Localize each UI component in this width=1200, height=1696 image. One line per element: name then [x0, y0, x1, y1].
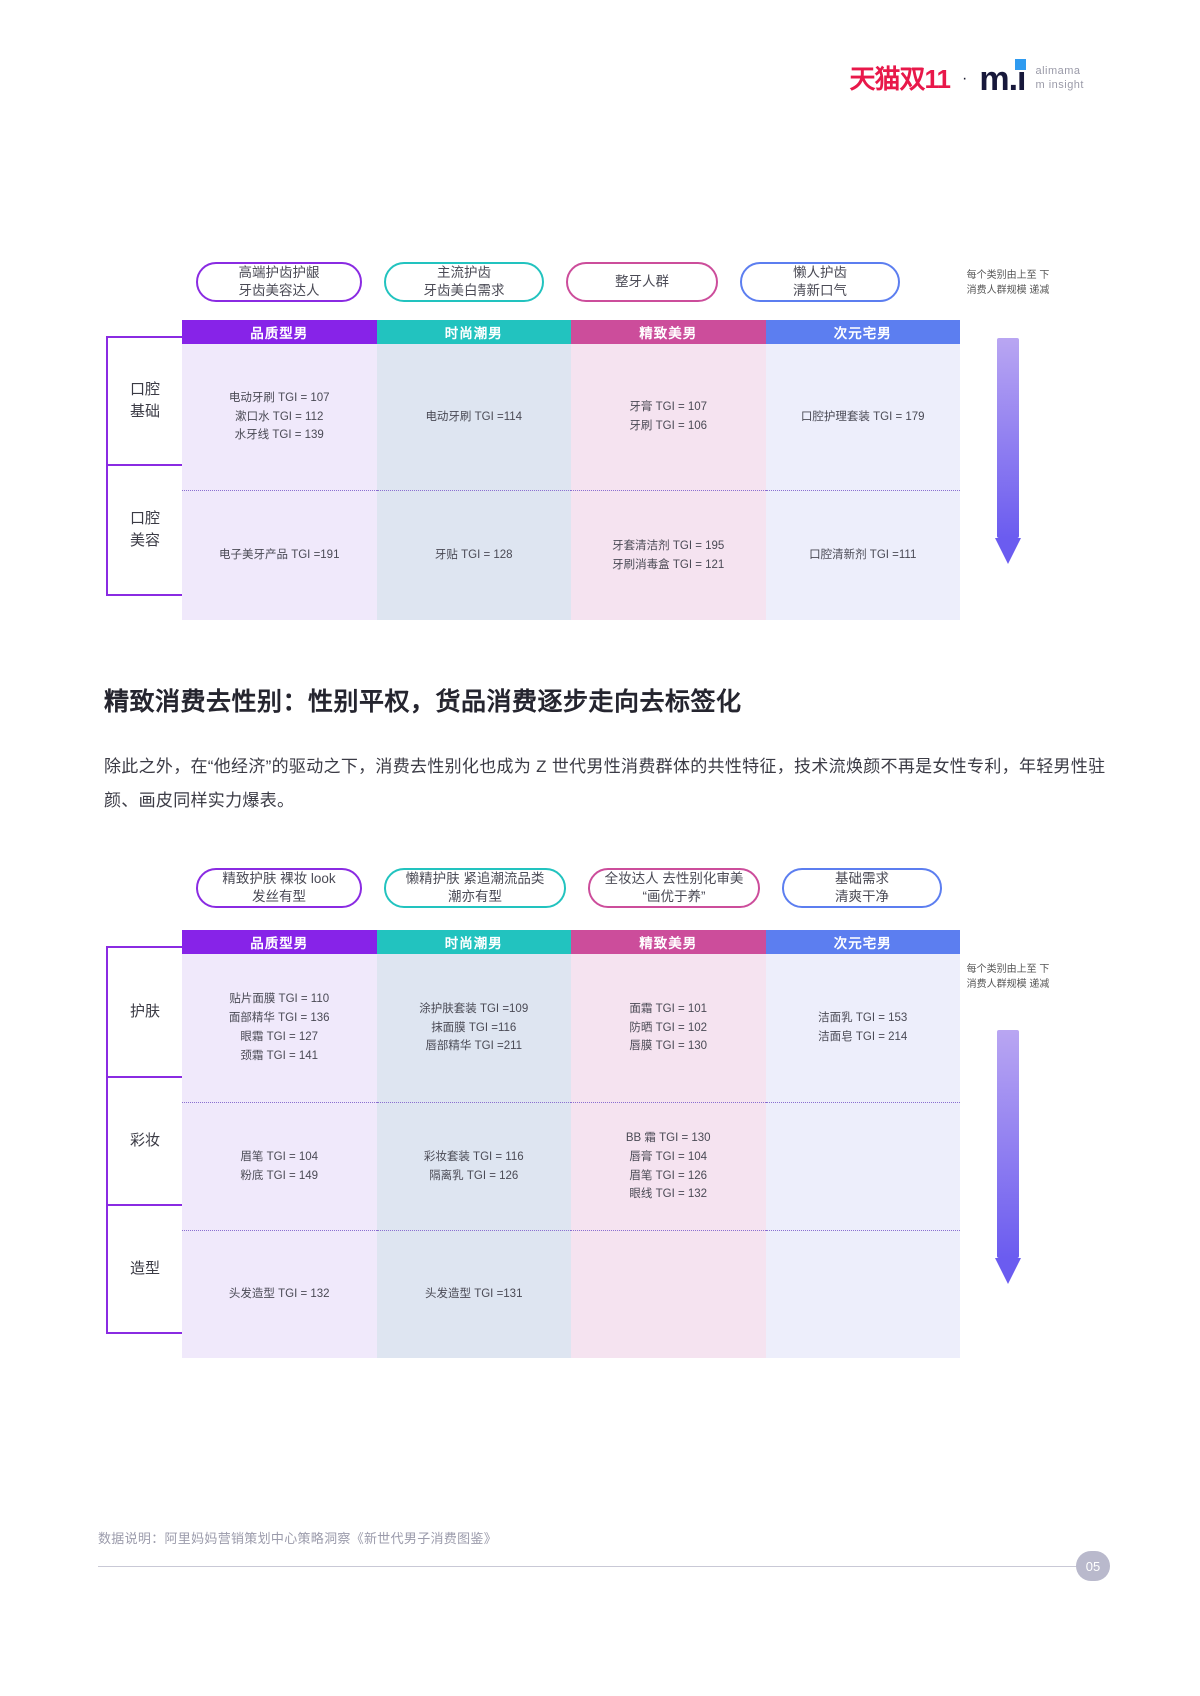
footer-data-note: 数据说明：阿里妈妈营销策划中心策略洞察《新世代男子消费图鉴》 — [98, 1531, 498, 1546]
section1-down-arrow-icon — [995, 338, 1021, 564]
logo-separator: · — [962, 70, 968, 87]
matrix-cell-r1-c4: 口腔护理套装 TGI = 179 — [800, 410, 925, 423]
category-label-2: 彩妆 — [106, 1078, 182, 1206]
column-header-4: 次元宅男 — [765, 320, 960, 344]
pill-2: 懒精护肤 紧追潮流品类潮亦有型 — [384, 868, 566, 908]
matrix-cell-r3-c4 — [765, 1230, 960, 1358]
section1-category-column: 口腔基础口腔美容 — [106, 336, 182, 596]
pill-2: 主流护齿牙齿美白需求 — [384, 262, 544, 302]
section1-scale-note: 每个类别由上至 下消费人群规模 递减 — [962, 268, 1054, 298]
matrix-header-row: 品质型男时尚潮男精致美男次元宅男 — [182, 930, 960, 954]
footer-divider — [98, 1566, 1102, 1567]
matrix-cell-r3-c3 — [571, 1230, 766, 1358]
section1-pill-row: 高端护齿护龈牙齿美容达人主流护齿牙齿美白需求整牙人群懒人护齿清新口气 — [196, 262, 960, 302]
page-number-badge: 05 — [1076, 1551, 1110, 1581]
matrix-cell-r2-c1: 电子美牙产品 TGI =191 — [182, 490, 377, 620]
section2-category-column: 护肤彩妆造型 — [106, 946, 182, 1334]
column-header-2: 时尚潮男 — [376, 320, 571, 344]
pill-1: 高端护齿护龈牙齿美容达人 — [196, 262, 362, 302]
matrix-cell-r2-c4: 口腔清新剂 TGI =111 — [765, 490, 960, 620]
category-label-1: 护肤 — [106, 946, 182, 1078]
tmall-logo-text: 天猫双11 — [849, 64, 951, 94]
section2-scale-note-text: 每个类别由上至 下消费人群规模 递减 — [966, 964, 1050, 990]
column-header-1: 品质型男 — [182, 320, 377, 344]
matrix-cell-r1-c2: 电动牙刷 TGI =114 — [425, 410, 523, 423]
section1-scale-note-text: 每个类别由上至 下消费人群规模 递减 — [966, 270, 1050, 296]
column-header-3: 精致美男 — [571, 930, 766, 954]
matrix-cell-r3-c2: 头发造型 TGI =131 — [376, 1230, 571, 1358]
column-header-2: 时尚潮男 — [376, 930, 571, 954]
pill-3: 整牙人群 — [566, 262, 718, 302]
category-label-1: 口腔基础 — [106, 336, 182, 466]
matrix-cell-r2-c2: 牙贴 TGI = 128 — [376, 490, 571, 620]
matrix-column-4: 口腔护理套装 TGI = 179 口腔清新剂 TGI =111 — [765, 344, 960, 620]
category-label-2: 口腔美容 — [106, 466, 182, 596]
column-header-3: 精致美男 — [571, 320, 766, 344]
section2-title: 精致消费去性别：性别平权，货品消费逐步走向去标签化 — [104, 688, 742, 716]
matrix-column-2: 电动牙刷 TGI =114 牙贴 TGI = 128 — [376, 344, 571, 620]
pill-4: 基础需求清爽干净 — [782, 868, 942, 908]
matrix-cell-r3-c1: 头发造型 TGI = 132 — [182, 1230, 377, 1358]
category-label-3: 造型 — [106, 1206, 182, 1334]
section2-down-arrow-icon — [995, 1030, 1021, 1284]
alimama-mi-logo: m.i — [979, 59, 1027, 96]
column-header-4: 次元宅男 — [765, 930, 960, 954]
brand-logo: 天猫双11 · m.i alimama m insight — [849, 59, 1084, 96]
pill-4: 懒人护齿清新口气 — [740, 262, 900, 302]
matrix-header-row: 品质型男时尚潮男精致美男次元宅男 — [182, 320, 960, 344]
blue-square-icon — [1015, 59, 1027, 70]
pill-3: 全妆达人 去性别化审美“画优于养” — [588, 868, 760, 908]
alimama-line2: m insight — [1035, 79, 1084, 91]
alimama-line1: alimama — [1035, 65, 1081, 78]
alimama-wordmark: alimama m insight — [1035, 65, 1084, 93]
section2-scale-note: 每个类别由上至 下消费人群规模 递减 — [962, 962, 1054, 992]
column-header-1: 品质型男 — [182, 930, 377, 954]
matrix-cell-r2-c4 — [765, 1102, 960, 1230]
section2-body: 除此之外，在“他经济”的驱动之下，消费去性别化也成为 Z 世代男性消费群体的共性… — [104, 757, 1106, 810]
